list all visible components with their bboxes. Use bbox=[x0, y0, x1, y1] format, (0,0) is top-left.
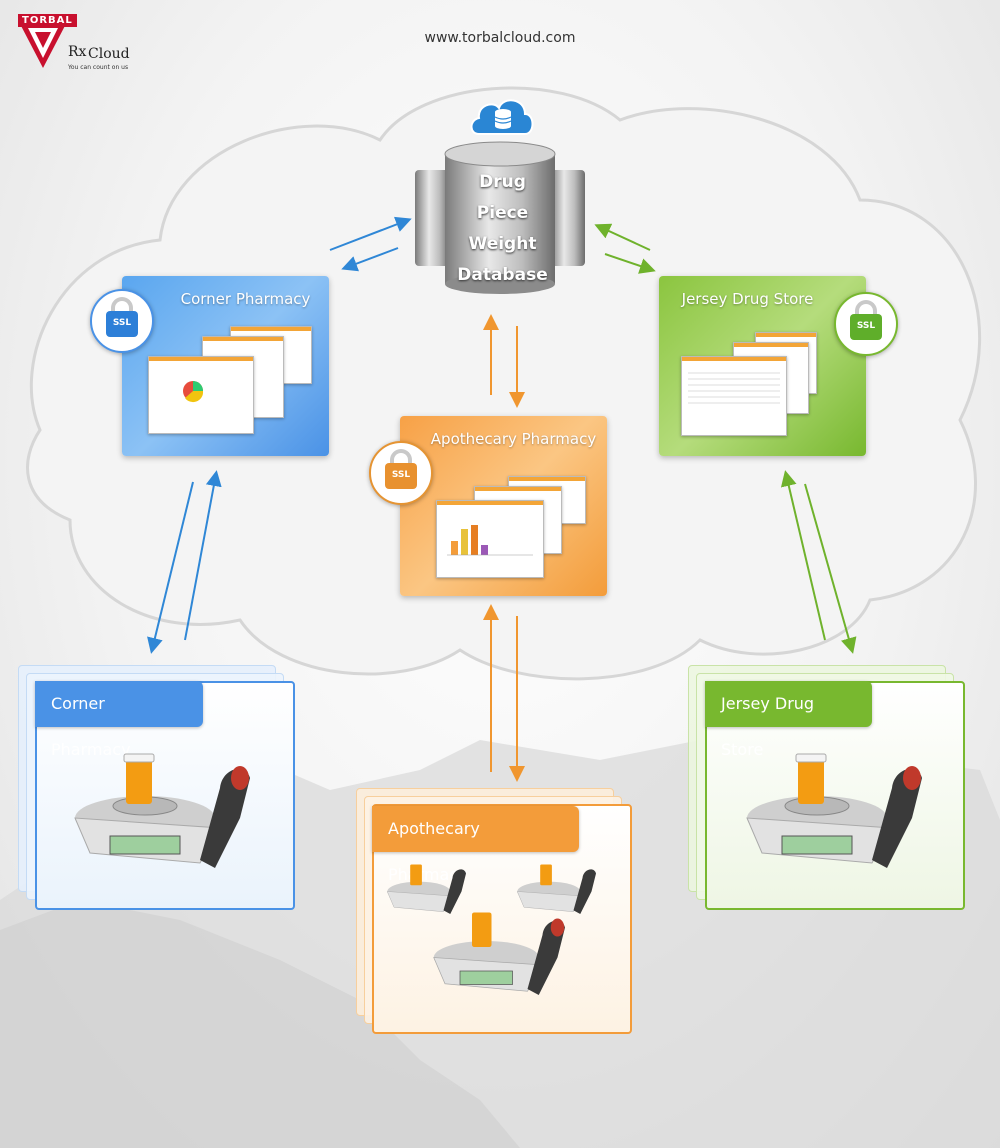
barcode-scanner-icon bbox=[200, 768, 250, 868]
table-thumb-icon bbox=[688, 372, 780, 404]
bar-chart-icon bbox=[447, 525, 533, 556]
logo-tagline: You can count on us bbox=[68, 64, 129, 71]
db-line-4: Database bbox=[457, 265, 548, 285]
screenshot-thumb-table bbox=[681, 356, 787, 436]
logo-cloud: Cloud bbox=[88, 46, 130, 62]
arrow-blue-to-db bbox=[329, 216, 412, 251]
arrow-green-to-db bbox=[594, 223, 651, 251]
ssl-label: SSL bbox=[856, 321, 876, 331]
cloud-panel-corner-title: Corner Pharmacy bbox=[180, 290, 311, 308]
arrow-green-down bbox=[804, 483, 857, 654]
barcode-scanner-icon bbox=[872, 768, 922, 868]
logo-brand: TORBAL bbox=[18, 14, 77, 27]
torbal-logo[interactable]: TORBAL Rx Cloud You can count on us bbox=[18, 14, 148, 74]
pharmacy-scale-icon bbox=[74, 753, 250, 868]
ssl-label: SSL bbox=[391, 470, 411, 480]
ssl-label: SSL bbox=[112, 318, 132, 328]
arrow-blue-up bbox=[184, 470, 222, 641]
cloud-panel-jersey-title: Jersey Drug Store bbox=[681, 290, 814, 308]
cloud-panel-apothecary-title: Apothecary Pharmacy bbox=[430, 430, 597, 448]
location-card-corner-title: Corner Pharmacy bbox=[35, 681, 203, 759]
db-line-2: Piece bbox=[476, 203, 529, 223]
db-line-3: Weight bbox=[468, 234, 537, 254]
ssl-badge-jersey: SSL bbox=[834, 292, 898, 356]
cloud-shape bbox=[26, 86, 982, 681]
cloud-panel-apothecary[interactable]: Apothecary Pharmacy bbox=[400, 416, 607, 596]
database-icon bbox=[415, 141, 585, 294]
padlock-icon bbox=[390, 449, 412, 469]
screenshot-thumb-bars bbox=[436, 500, 544, 578]
pharmacy-scale-icon bbox=[746, 753, 922, 868]
pharmacy-scale-group-icon bbox=[386, 864, 596, 995]
cloud-database-icon bbox=[470, 99, 534, 135]
cloud-panel-jersey[interactable]: Jersey Drug Store bbox=[659, 276, 866, 456]
pie-chart-icon bbox=[183, 381, 204, 403]
ssl-badge-apothecary: SSL bbox=[369, 441, 433, 505]
arrow-db-to-green bbox=[604, 253, 656, 274]
arrow-db-to-blue bbox=[341, 247, 399, 272]
logo-rx: Rx bbox=[68, 44, 87, 60]
db-line-1: Drug bbox=[479, 172, 526, 192]
site-url[interactable]: www.torbalcloud.com bbox=[424, 30, 576, 46]
arrow-green-up bbox=[780, 470, 826, 641]
arrow-blue-down bbox=[147, 481, 194, 654]
torbal-triangle-icon bbox=[18, 20, 68, 68]
cloud-panel-corner[interactable]: Corner Pharmacy bbox=[122, 276, 329, 456]
padlock-icon bbox=[855, 300, 877, 320]
padlock-icon bbox=[111, 297, 133, 317]
location-card-apothecary-title: Apothecary Pharmacy bbox=[372, 806, 579, 884]
screenshot-thumb-chart bbox=[148, 356, 254, 434]
ssl-badge-corner: SSL bbox=[90, 289, 154, 353]
location-card-jersey-title: Jersey Drug Store bbox=[705, 681, 872, 759]
